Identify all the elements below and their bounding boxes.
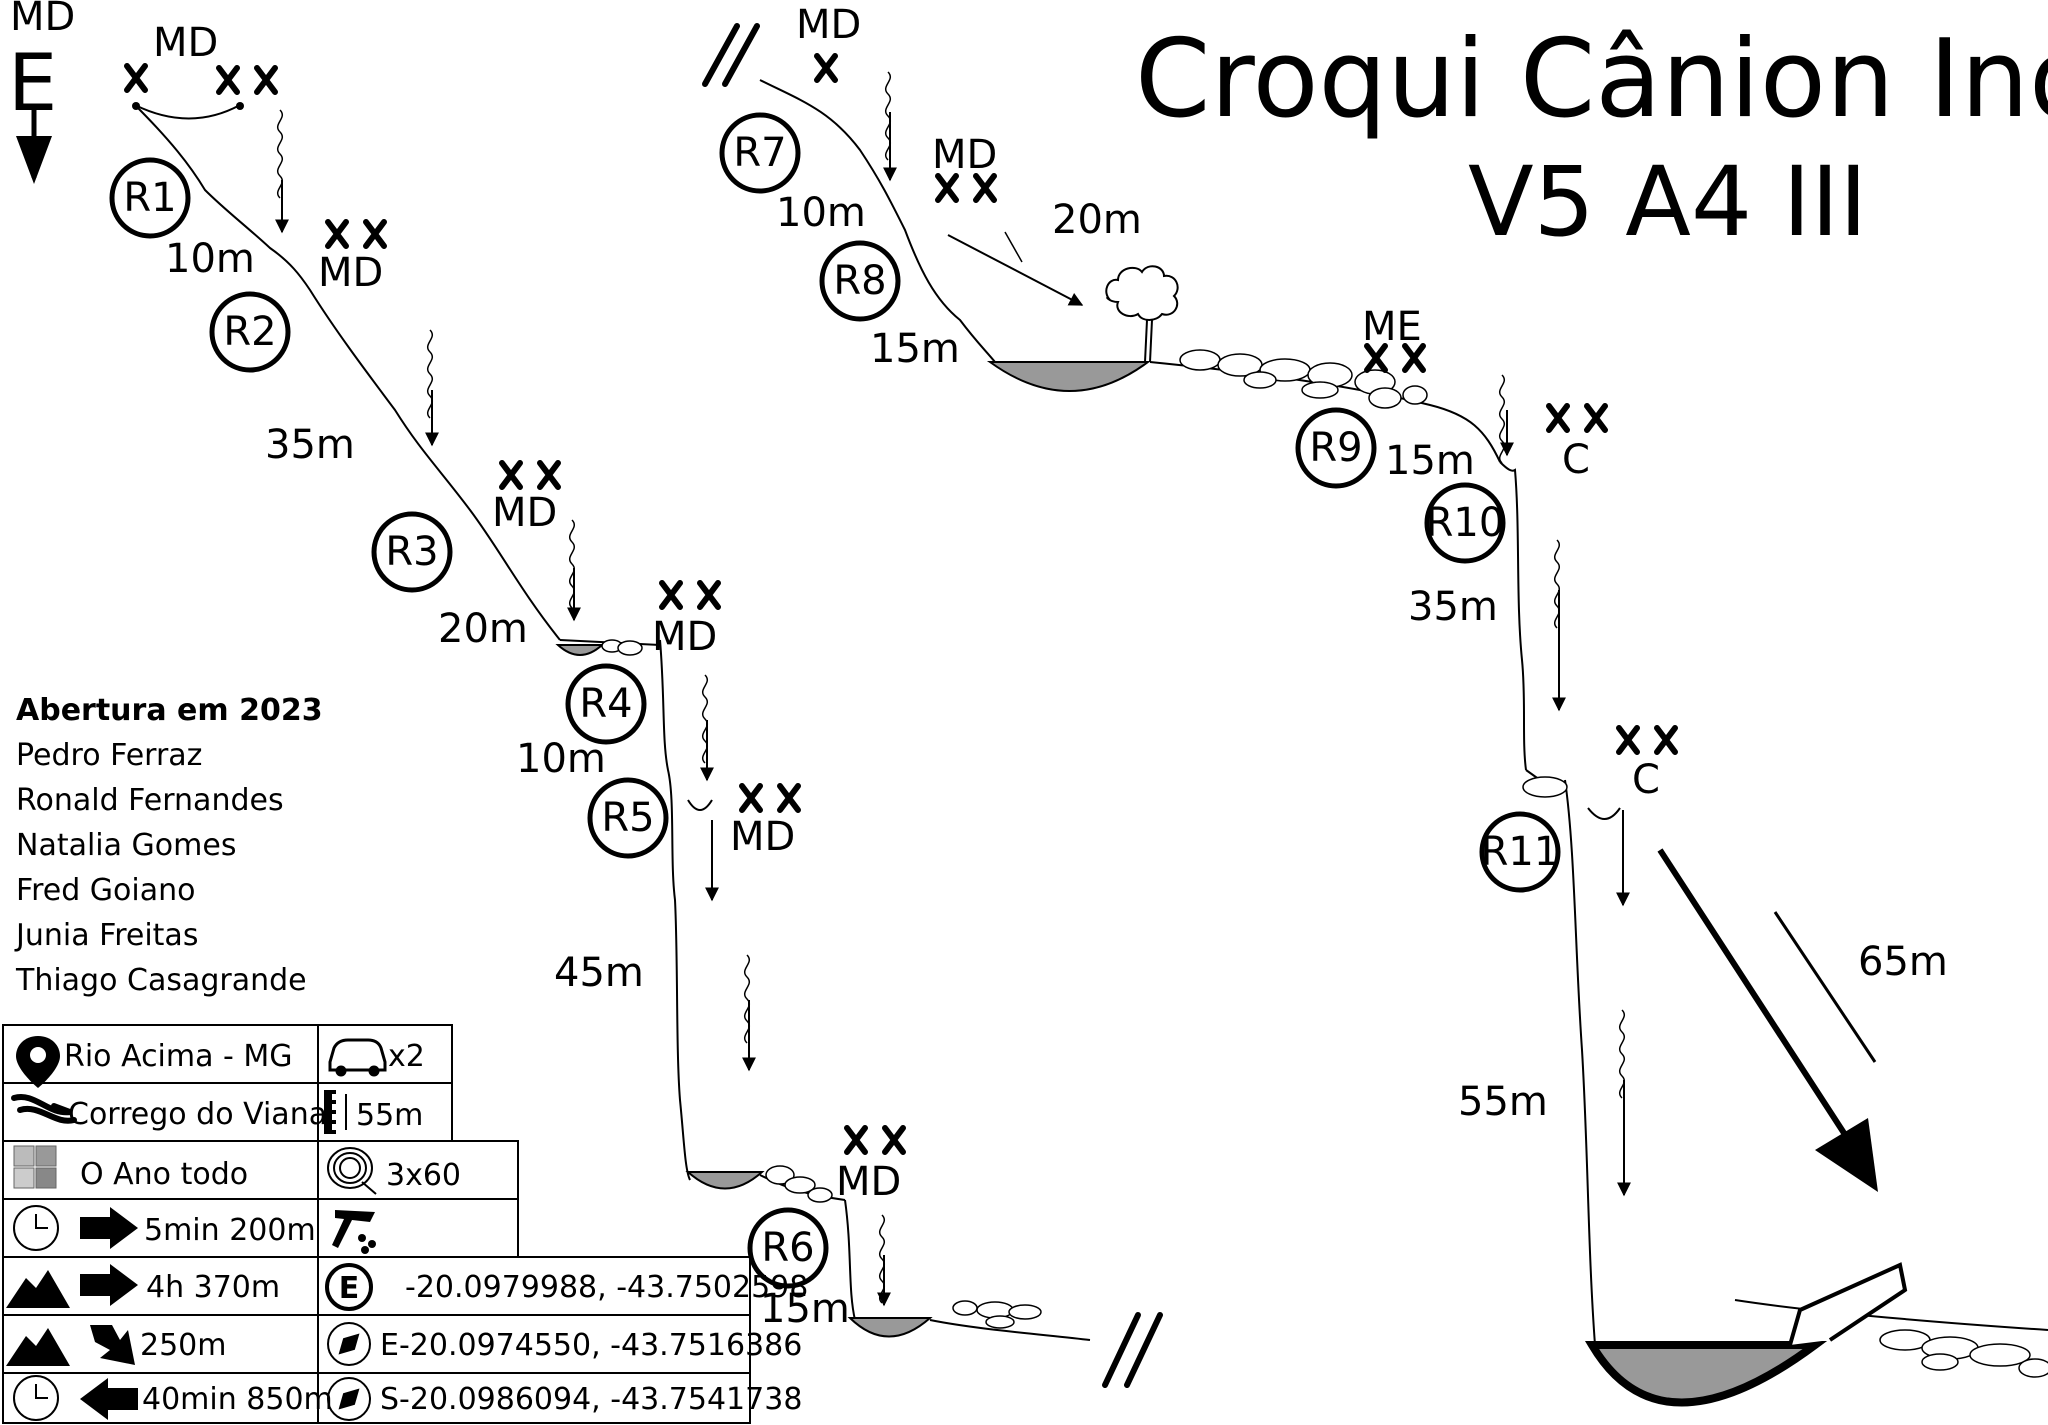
svg-text:E: E [339, 1271, 360, 1306]
credit-name: Thiago Casagrande [16, 963, 307, 998]
section-break-bottom [1102, 1312, 1163, 1388]
canyon-profile [134, 79, 2048, 1346]
rappel-label-r7: R7 [733, 130, 786, 176]
credit-name: Natalia Gomes [16, 828, 237, 863]
r9-anchor-label: ME [1362, 304, 1422, 350]
rappel-label-r3: R3 [385, 529, 438, 575]
rappel-label-r11: R11 [1481, 829, 1560, 875]
credit-name: Junia Freitas [16, 918, 199, 953]
r1-anchor-label-a: MD [153, 20, 218, 66]
r10-anchor-label: C [1562, 437, 1590, 483]
info-cars: x2 [388, 1039, 425, 1074]
arrow-right-icon [80, 1264, 138, 1306]
rappel-label-r9: R9 [1309, 425, 1362, 471]
grade: V5 A4 III [1468, 146, 1867, 258]
car-icon [328, 1038, 387, 1077]
r8-traverse-length: 20m [1052, 197, 1142, 243]
page-title: Croqui Cânion Indian [1135, 17, 2048, 142]
rope-length-icon [324, 1090, 347, 1134]
r11-traverse-arrow [1657, 848, 1878, 1192]
info-stream: Corrego do Viana [68, 1097, 327, 1132]
start-marker: MD E [8, 0, 75, 184]
pools [555, 361, 1908, 1407]
compass-icon [327, 1322, 371, 1366]
start-anchor-label: MD [10, 0, 75, 40]
r4-anchor-label: MD [652, 614, 717, 660]
arrow-left-icon [80, 1378, 138, 1420]
length-r4: 10m [516, 736, 606, 782]
rappel-label-r2: R2 [223, 309, 276, 355]
info-location: Rio Acima - MG [64, 1039, 293, 1074]
r11-traverse-length: 65m [1858, 939, 1948, 985]
rappel-label-r5: R5 [601, 795, 654, 841]
arrow-diagonal-icon [90, 1325, 135, 1365]
length-r7: 10m [776, 190, 866, 236]
info-descent: 250m [140, 1328, 226, 1363]
r7-anchor-label: MD [796, 2, 861, 48]
length-r3: 20m [438, 606, 528, 652]
r11-anchor-label: C [1632, 757, 1660, 803]
r8-anchor-label: MD [932, 132, 997, 178]
rappel-markers [109, 112, 1561, 1289]
clock-icon [13, 1375, 59, 1421]
info-table [2, 1024, 751, 1424]
rope-arrows [275, 71, 1631, 1307]
r6-anchor-label: MD [836, 1159, 901, 1205]
mountain-icon [6, 1328, 70, 1366]
rappel-label-r1: R1 [123, 175, 176, 221]
anchors [127, 56, 1675, 1152]
length-r2: 35m [265, 422, 355, 468]
credit-name: Ronald Fernandes [16, 783, 284, 818]
rappel-label-r6: R6 [761, 1225, 814, 1271]
r3-anchor-label: MD [492, 490, 557, 536]
r2-anchor-label: MD [318, 250, 383, 296]
info-max-rappel: 55m [356, 1098, 423, 1133]
location-pin-icon [16, 1036, 60, 1088]
info-season: O Ano todo [80, 1157, 248, 1192]
length-r9: 15m [1385, 438, 1475, 484]
mountain-icon [6, 1270, 70, 1308]
rope-coil-icon [327, 1147, 377, 1195]
boulders [601, 349, 2048, 1378]
credit-name: Pedro Ferraz [16, 738, 203, 773]
length-r11: 55m [1458, 1079, 1548, 1125]
length-r1: 10m [165, 236, 255, 282]
info-approach: 4h 370m [146, 1270, 280, 1305]
compass-icon [327, 1377, 371, 1421]
credits-heading: Abertura em 2023 [16, 693, 323, 728]
rappel-label-r10: R10 [1426, 500, 1505, 546]
info-parking-walk: 5min 200m [144, 1213, 316, 1248]
clock-icon [13, 1205, 59, 1251]
length-r10: 35m [1408, 584, 1498, 630]
info-ropes: 3x60 [386, 1158, 461, 1193]
rappel-label-r4: R4 [579, 681, 632, 727]
length-r5: 45m [554, 950, 644, 996]
season-icon [13, 1145, 57, 1189]
climbing-gear-icon [332, 1210, 376, 1254]
credits: Abertura em 2023 Pedro Ferraz Ronald Fer… [16, 688, 323, 1003]
parking-icon: E [325, 1263, 373, 1311]
length-r6: 15m [760, 1286, 850, 1332]
r5-anchor-label: MD [730, 814, 795, 860]
info-exit: 40min 850m [142, 1382, 333, 1417]
arrow-right-icon [80, 1207, 138, 1249]
length-r8: 15m [870, 326, 960, 372]
rappel-label-r8: R8 [833, 258, 886, 304]
info-coord-parking: -20.0979988, -43.7502598 [405, 1270, 808, 1305]
section-break-top [702, 23, 760, 87]
info-coord-exit: S-20.0986094, -43.7541738 [380, 1382, 802, 1417]
info-coord-entry: E-20.0974550, -43.7516386 [380, 1328, 802, 1363]
river-icon [11, 1094, 77, 1124]
credit-name: Fred Goiano [16, 873, 196, 908]
tree-icon [1105, 265, 1179, 363]
